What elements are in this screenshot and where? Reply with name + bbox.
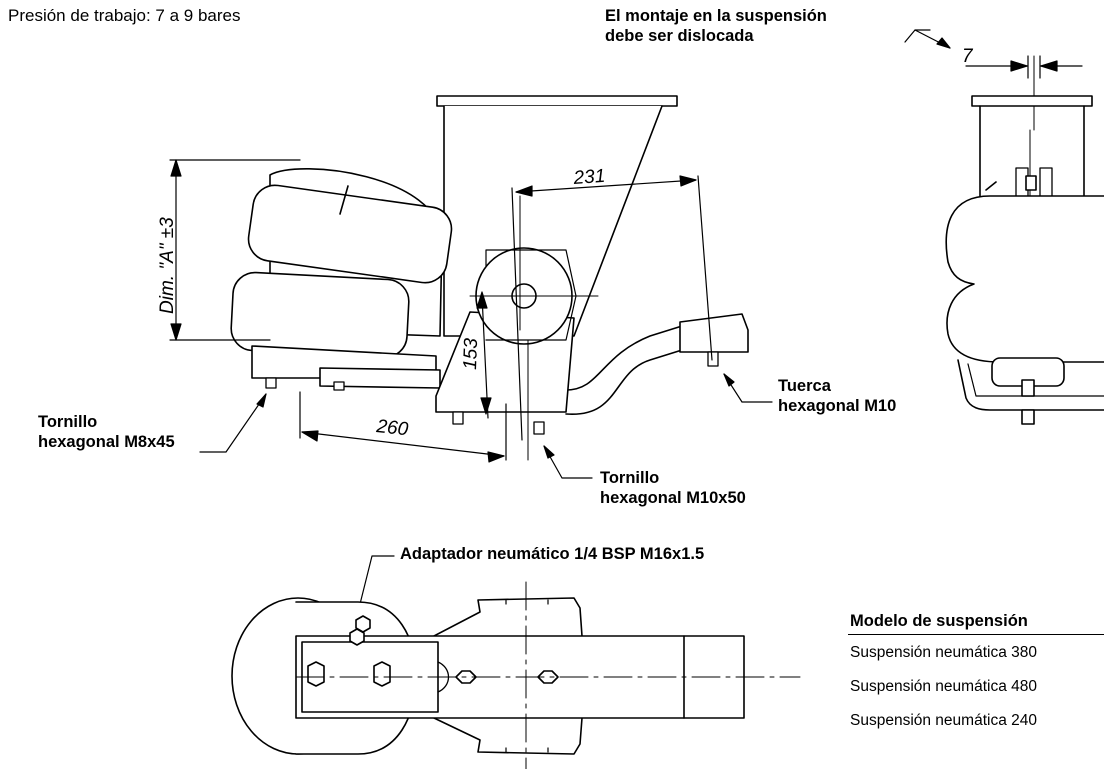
dim-153-label: 153 bbox=[460, 337, 482, 370]
working-pressure-text: Presión de trabajo: 7 a 9 bares bbox=[8, 6, 241, 25]
fork-lower bbox=[433, 717, 583, 755]
table-row: Suspensión neumática 480 bbox=[850, 678, 1037, 695]
bolt-m8x45-label: Tornillo hexagonal M8x45 bbox=[38, 412, 175, 452]
dim-7-label: 7 bbox=[962, 46, 974, 67]
bolt-m10x50-line1: Tornillo bbox=[600, 469, 660, 487]
dim-a-label: Dim. "A" ±3 bbox=[157, 217, 178, 314]
front-bellow bbox=[945, 195, 1104, 363]
bolt-m8x45-line1: Tornillo bbox=[38, 413, 98, 431]
front-mount-plate bbox=[971, 95, 1093, 107]
nut-m10-line2: hexagonal M10 bbox=[778, 397, 897, 415]
table-row: Suspensión neumática 240 bbox=[850, 712, 1037, 729]
air-bellow bbox=[230, 168, 453, 359]
top-mount-plate bbox=[436, 95, 678, 107]
suspension-model-table: Modelo de suspensión Suspensión neumátic… bbox=[848, 608, 1104, 737]
mount-offset-line2: debe ser dislocada bbox=[605, 27, 754, 45]
dimension-lines bbox=[169, 55, 1083, 463]
bolt-heads bbox=[265, 351, 719, 435]
front-view bbox=[945, 95, 1104, 425]
arm-pad bbox=[679, 313, 749, 353]
arm-tail bbox=[565, 325, 683, 415]
top-view-center-lines bbox=[295, 581, 801, 769]
side-view bbox=[230, 95, 749, 435]
nut-m10-label: Tuerca hexagonal M10 bbox=[778, 376, 896, 416]
table-row: Suspensión neumática 380 bbox=[850, 644, 1037, 661]
mount-offset-label: El montaje en la suspensión debe ser dis… bbox=[605, 6, 827, 46]
nut-m10-line1: Tuerca bbox=[778, 377, 831, 395]
table-header: Modelo de suspensión bbox=[848, 608, 1104, 635]
dim-231-label: 231 bbox=[572, 166, 606, 189]
bolt-m8x45-line2: hexagonal M8x45 bbox=[38, 433, 175, 451]
bolt-m10x50-line2: hexagonal M10x50 bbox=[600, 489, 746, 507]
dim-260-label: 260 bbox=[374, 416, 409, 440]
bolt-m10x50-label: Tornillo hexagonal M10x50 bbox=[600, 468, 746, 508]
top-view bbox=[231, 597, 745, 755]
mount-offset-line1: El montaje en la suspensión bbox=[605, 7, 827, 25]
leader-lines bbox=[199, 29, 951, 621]
air-adapter-label: Adaptador neumático 1/4 BSP M16x1.5 bbox=[400, 545, 705, 563]
fork-upper bbox=[433, 597, 583, 637]
